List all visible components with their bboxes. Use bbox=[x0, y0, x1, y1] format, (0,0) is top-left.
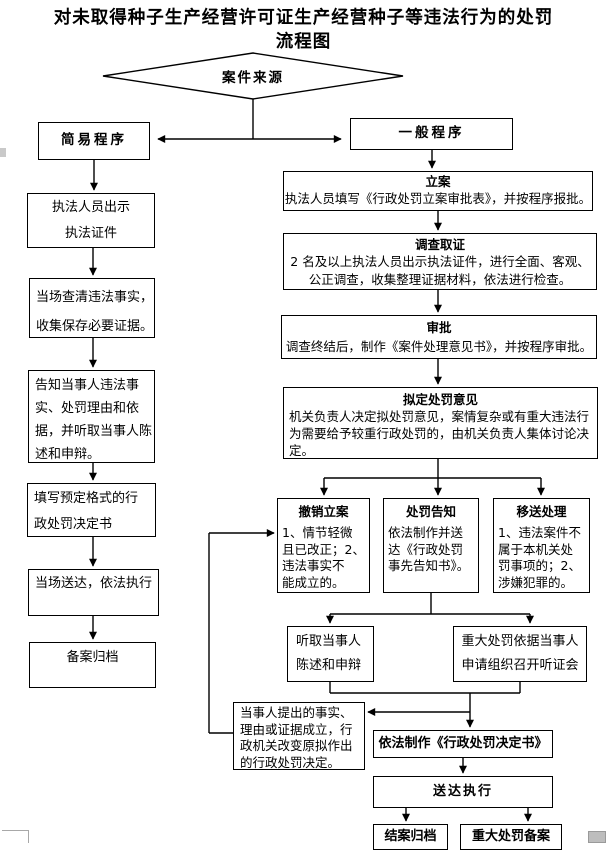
node-fill-decision: 填写预定格式的行 政处罚决定书 bbox=[27, 483, 156, 537]
node-case-filing-text: 执法人员填写《行政处罚立案审批表》，并按程序报批。 bbox=[284, 191, 592, 206]
node-inform-party: 告知当事人违法事 实、处罚理由和依 据，并听取当事人陈 述和申辩。 bbox=[28, 370, 155, 463]
edges bbox=[89, 99, 545, 822]
node-serve-execute: 送达执行 bbox=[373, 776, 553, 808]
node-hear-statement: 听取当事人 陈述和申辩 bbox=[287, 626, 374, 682]
node-party-claims: 当事人提出的事实、 理由或证据成立，行 政机关改变原拟作出 的行政处罚决定。 bbox=[233, 702, 365, 770]
node-cancel-case-title: 撤销立案 bbox=[298, 504, 349, 519]
node-file-record: 备案归档 bbox=[29, 642, 156, 688]
node-transfer-case-text: 1、违法案件不 属于本机关处 罚事项的；2、 涉嫌犯罪的。 bbox=[498, 525, 581, 590]
node-serve-onsite: 当场送达，依法执行 bbox=[28, 569, 159, 616]
node-penalty-notice-text: 依法制作并送 达《行政处罚 事先告知书》。 bbox=[388, 525, 470, 573]
node-make-decision: 依法制作《行政处罚决定书》 bbox=[373, 730, 553, 758]
node-draft-penalty-text: 机关负责人决定拟处罚意见，案情复杂或有重大违法行 为需要给予较重行政处罚的，由机… bbox=[289, 409, 590, 458]
node-verify-facts: 当场查清违法事实， 收集保存必要证据。 bbox=[29, 278, 155, 338]
node-draft-penalty: 拟定处罚意见 机关负责人决定拟处罚意见，案情复杂或有重大违法行 为需要给予较重行… bbox=[283, 387, 598, 459]
node-approval: 审批 调查终结后，制作《案件处理意见书》，并按程序审批。 bbox=[281, 315, 597, 359]
node-approval-title: 审批 bbox=[426, 320, 452, 335]
node-investigation-text: 2 名及以上执法人员出示执法证件，进行全面、客观、 公正调查，收集整理证据材料，… bbox=[290, 254, 590, 287]
page-title-line1: 对未取得种子生产经营许可证生产经营种子等违法行为的处罚 bbox=[53, 8, 554, 28]
node-investigation-title: 调查取证 bbox=[414, 237, 465, 252]
bottom-left-corner-mark bbox=[2, 830, 29, 843]
node-draft-penalty-title: 拟定处罚意见 bbox=[402, 392, 478, 407]
node-case-filing-title: 立案 bbox=[425, 174, 451, 189]
node-transfer-case: 移送处理 1、违法案件不 属于本机关处 罚事项的；2、 涉嫌犯罪的。 bbox=[493, 498, 590, 593]
node-general-procedure: 一般程序 bbox=[350, 118, 513, 150]
node-cancel-case-text: 1、情节轻微 且已改正；2、 违法事实不 能成立的。 bbox=[282, 525, 365, 590]
node-close-archive: 结案归档 bbox=[373, 824, 448, 850]
case-source-label: 案件来源 bbox=[222, 70, 284, 86]
left-edge-handle bbox=[0, 148, 6, 157]
node-cancel-case: 撤销立案 1、情节轻微 且已改正；2、 违法事实不 能成立的。 bbox=[277, 498, 370, 593]
node-simple-procedure: 简易程序 bbox=[38, 122, 150, 160]
page-title-line2: 流程图 bbox=[275, 32, 332, 52]
node-penalty-notice-title: 处罚告知 bbox=[405, 504, 456, 519]
node-transfer-case-title: 移送处理 bbox=[516, 504, 567, 519]
page-title: 对未取得种子生产经营许可证生产经营种子等违法行为的处罚 流程图 bbox=[0, 6, 607, 54]
node-approval-text: 调查终结后，制作《案件处理意见书》，并按程序审批。 bbox=[285, 339, 593, 354]
bottom-right-handle bbox=[588, 831, 606, 843]
node-hearing: 重大处罚依据当事人 申请组织召开听证会 bbox=[453, 626, 587, 682]
node-investigation: 调查取证 2 名及以上执法人员出示执法证件，进行全面、客观、 公正调查，收集整理… bbox=[283, 233, 597, 290]
node-penalty-notice: 处罚告知 依法制作并送 达《行政处罚 事先告知书》。 bbox=[383, 498, 479, 593]
node-case-filing: 立案 执法人员填写《行政处罚立案审批表》，并按程序报批。 bbox=[283, 171, 593, 211]
node-major-penalty-record: 重大处罚备案 bbox=[460, 824, 562, 850]
node-show-credentials: 执法人员出示 执法证件 bbox=[27, 193, 155, 248]
